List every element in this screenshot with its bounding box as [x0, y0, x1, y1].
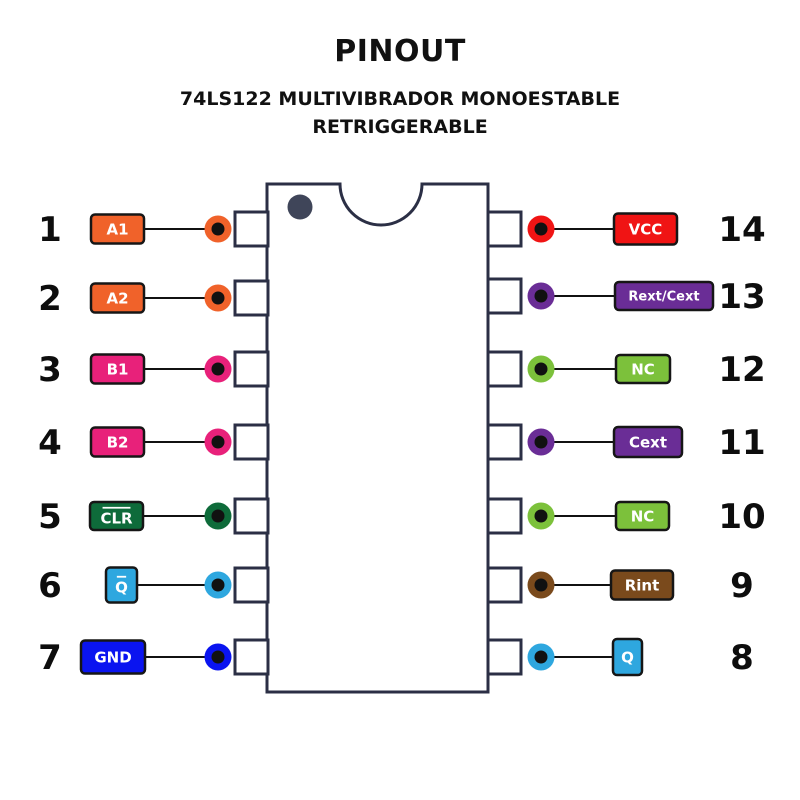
pin-leg — [233, 210, 270, 248]
chip-name-line-2: RETRIGGERABLE — [312, 116, 488, 138]
pin-4: B2 4 — [38, 423, 270, 463]
pin-label-box — [79, 639, 147, 675]
pin-leg — [233, 566, 270, 604]
pin-leg — [486, 638, 523, 676]
pin-label: Rext/Cext — [628, 290, 699, 305]
chip-name-line-1: 74LS122 MULTIVIBRADOR MONOESTABLE — [179, 88, 621, 110]
page-title: PINOUT — [334, 34, 466, 69]
pin-dot-center — [534, 650, 548, 664]
pin-1: A1 1 — [38, 210, 270, 250]
pin-label: VCC — [629, 220, 663, 238]
pin-number: 5 — [38, 497, 62, 537]
pin-13: Rext/Cext 13 — [486, 277, 766, 317]
pin-label: GND — [94, 648, 131, 666]
chip-body — [265, 182, 490, 694]
pin-dot-center — [211, 362, 225, 376]
pin-dot-center — [211, 650, 225, 664]
pin-leg — [486, 423, 523, 461]
pin-number: 7 — [38, 638, 62, 678]
pin-label-box — [612, 212, 679, 246]
pin-5: CLR 5 — [38, 497, 270, 537]
pin-number: 12 — [718, 350, 765, 390]
pin-number: 8 — [730, 638, 754, 678]
pin-label: Q — [621, 648, 634, 666]
pin-label: Rint — [625, 576, 660, 594]
pin-number: 6 — [38, 566, 62, 606]
pin-leg — [233, 279, 270, 317]
pin-number: 3 — [38, 350, 62, 390]
pin-leg — [486, 497, 523, 535]
pin-number: 9 — [730, 566, 754, 606]
pin-10: NC 10 — [486, 497, 766, 537]
pin-14: VCC 14 — [486, 210, 766, 250]
pin-dot-center — [534, 222, 548, 236]
pin-label-box — [613, 280, 715, 312]
pin-leg — [486, 210, 523, 248]
pin-leg — [486, 350, 523, 388]
pin-leg — [486, 566, 523, 604]
pin-leg — [233, 497, 270, 535]
pin-7: GND 7 — [38, 638, 270, 678]
pin-label-box — [614, 500, 671, 532]
pin-2: A2 2 — [38, 279, 270, 319]
pin-6: Q6 — [38, 566, 270, 606]
pin-label-box — [614, 353, 672, 385]
pin-label-box — [89, 282, 146, 314]
pin-dot-center — [534, 509, 548, 523]
pin-leg — [233, 638, 270, 676]
pin-number: 13 — [718, 277, 765, 317]
pin-label-box — [612, 425, 684, 459]
pin-dot-center — [534, 362, 548, 376]
pin-label: Q — [115, 578, 128, 596]
pin-number: 4 — [38, 423, 62, 463]
pin-12: NC 12 — [486, 350, 766, 390]
pin-dot-center — [211, 509, 225, 523]
pin-label-box — [104, 566, 139, 604]
pin-number: 14 — [718, 210, 765, 250]
pin-label: CLR — [100, 509, 133, 527]
ic-chip — [265, 182, 490, 694]
pin-label: NC — [631, 507, 655, 525]
pin-label-box — [89, 213, 146, 245]
pin-label-box — [609, 569, 675, 601]
pin1-marker-dot — [287, 194, 313, 220]
pin-dot-center — [211, 291, 225, 305]
pin-dot-center — [534, 435, 548, 449]
pin-label: NC — [631, 360, 655, 378]
pin-label-box — [89, 426, 146, 458]
pin-11: Cext 11 — [486, 423, 766, 463]
pin-leg — [486, 277, 523, 315]
pin-number: 2 — [38, 279, 62, 319]
pin-dot-center — [211, 578, 225, 592]
pin-label-box — [89, 353, 146, 385]
pin-9: Rint 9 — [486, 566, 754, 606]
pin-label: B1 — [107, 360, 129, 378]
pin-label-box — [611, 637, 644, 677]
pin-label-box — [88, 500, 145, 532]
pin-leg — [233, 423, 270, 461]
pin-label: A2 — [106, 289, 128, 307]
pin-dot-center — [534, 578, 548, 592]
pin-dot-center — [211, 222, 225, 236]
pin-label: Cext — [629, 433, 667, 451]
pin-dot-center — [534, 289, 548, 303]
pin-leg — [233, 350, 270, 388]
pin-label: A1 — [106, 220, 128, 238]
pin-3: B1 3 — [38, 350, 270, 390]
pin-dot-center — [211, 435, 225, 449]
pin-number: 10 — [718, 497, 765, 537]
pin-number: 11 — [718, 423, 765, 463]
pin-label: B2 — [107, 433, 129, 451]
pin-number: 1 — [38, 210, 62, 250]
